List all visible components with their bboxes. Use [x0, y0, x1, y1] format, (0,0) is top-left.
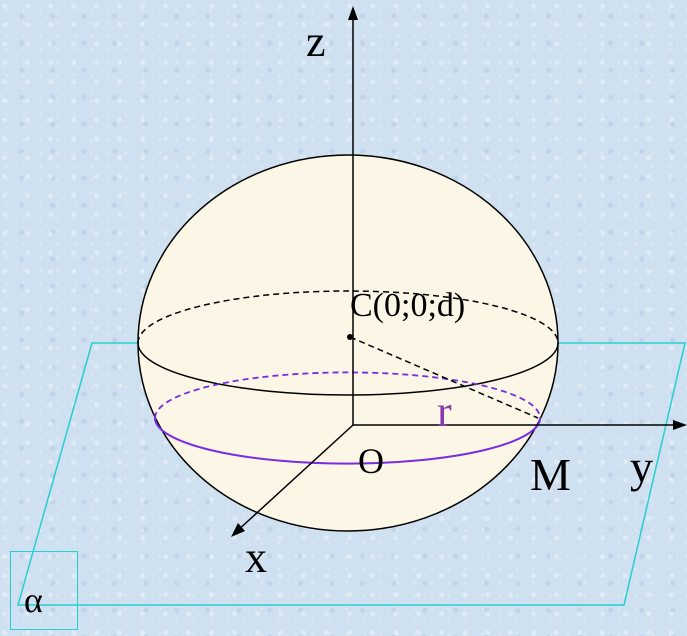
z-axis-arrow: [348, 6, 358, 20]
radius-label: r: [437, 387, 452, 436]
x-axis-arrow: [231, 523, 245, 537]
sphere-equator-front: [137, 342, 559, 396]
point-m-label: M: [530, 449, 571, 500]
x-axis-label: x: [245, 533, 267, 582]
z-axis-label: z: [306, 17, 326, 66]
origin-label: O: [358, 441, 384, 481]
section-circle-front: [154, 417, 541, 465]
y-axis-arrow: [673, 420, 687, 430]
radius-segment: [349, 336, 539, 419]
section-circle-back: [154, 371, 541, 419]
center-label: C(0;0;d): [350, 287, 465, 324]
plane-label: α: [24, 580, 43, 620]
sphere-equator-back: [137, 290, 559, 344]
y-axis-label: y: [630, 441, 653, 492]
plane-label-box: [10, 551, 78, 630]
center-point: [347, 334, 353, 340]
x-axis: [235, 424, 354, 533]
sphere: [137, 154, 559, 532]
